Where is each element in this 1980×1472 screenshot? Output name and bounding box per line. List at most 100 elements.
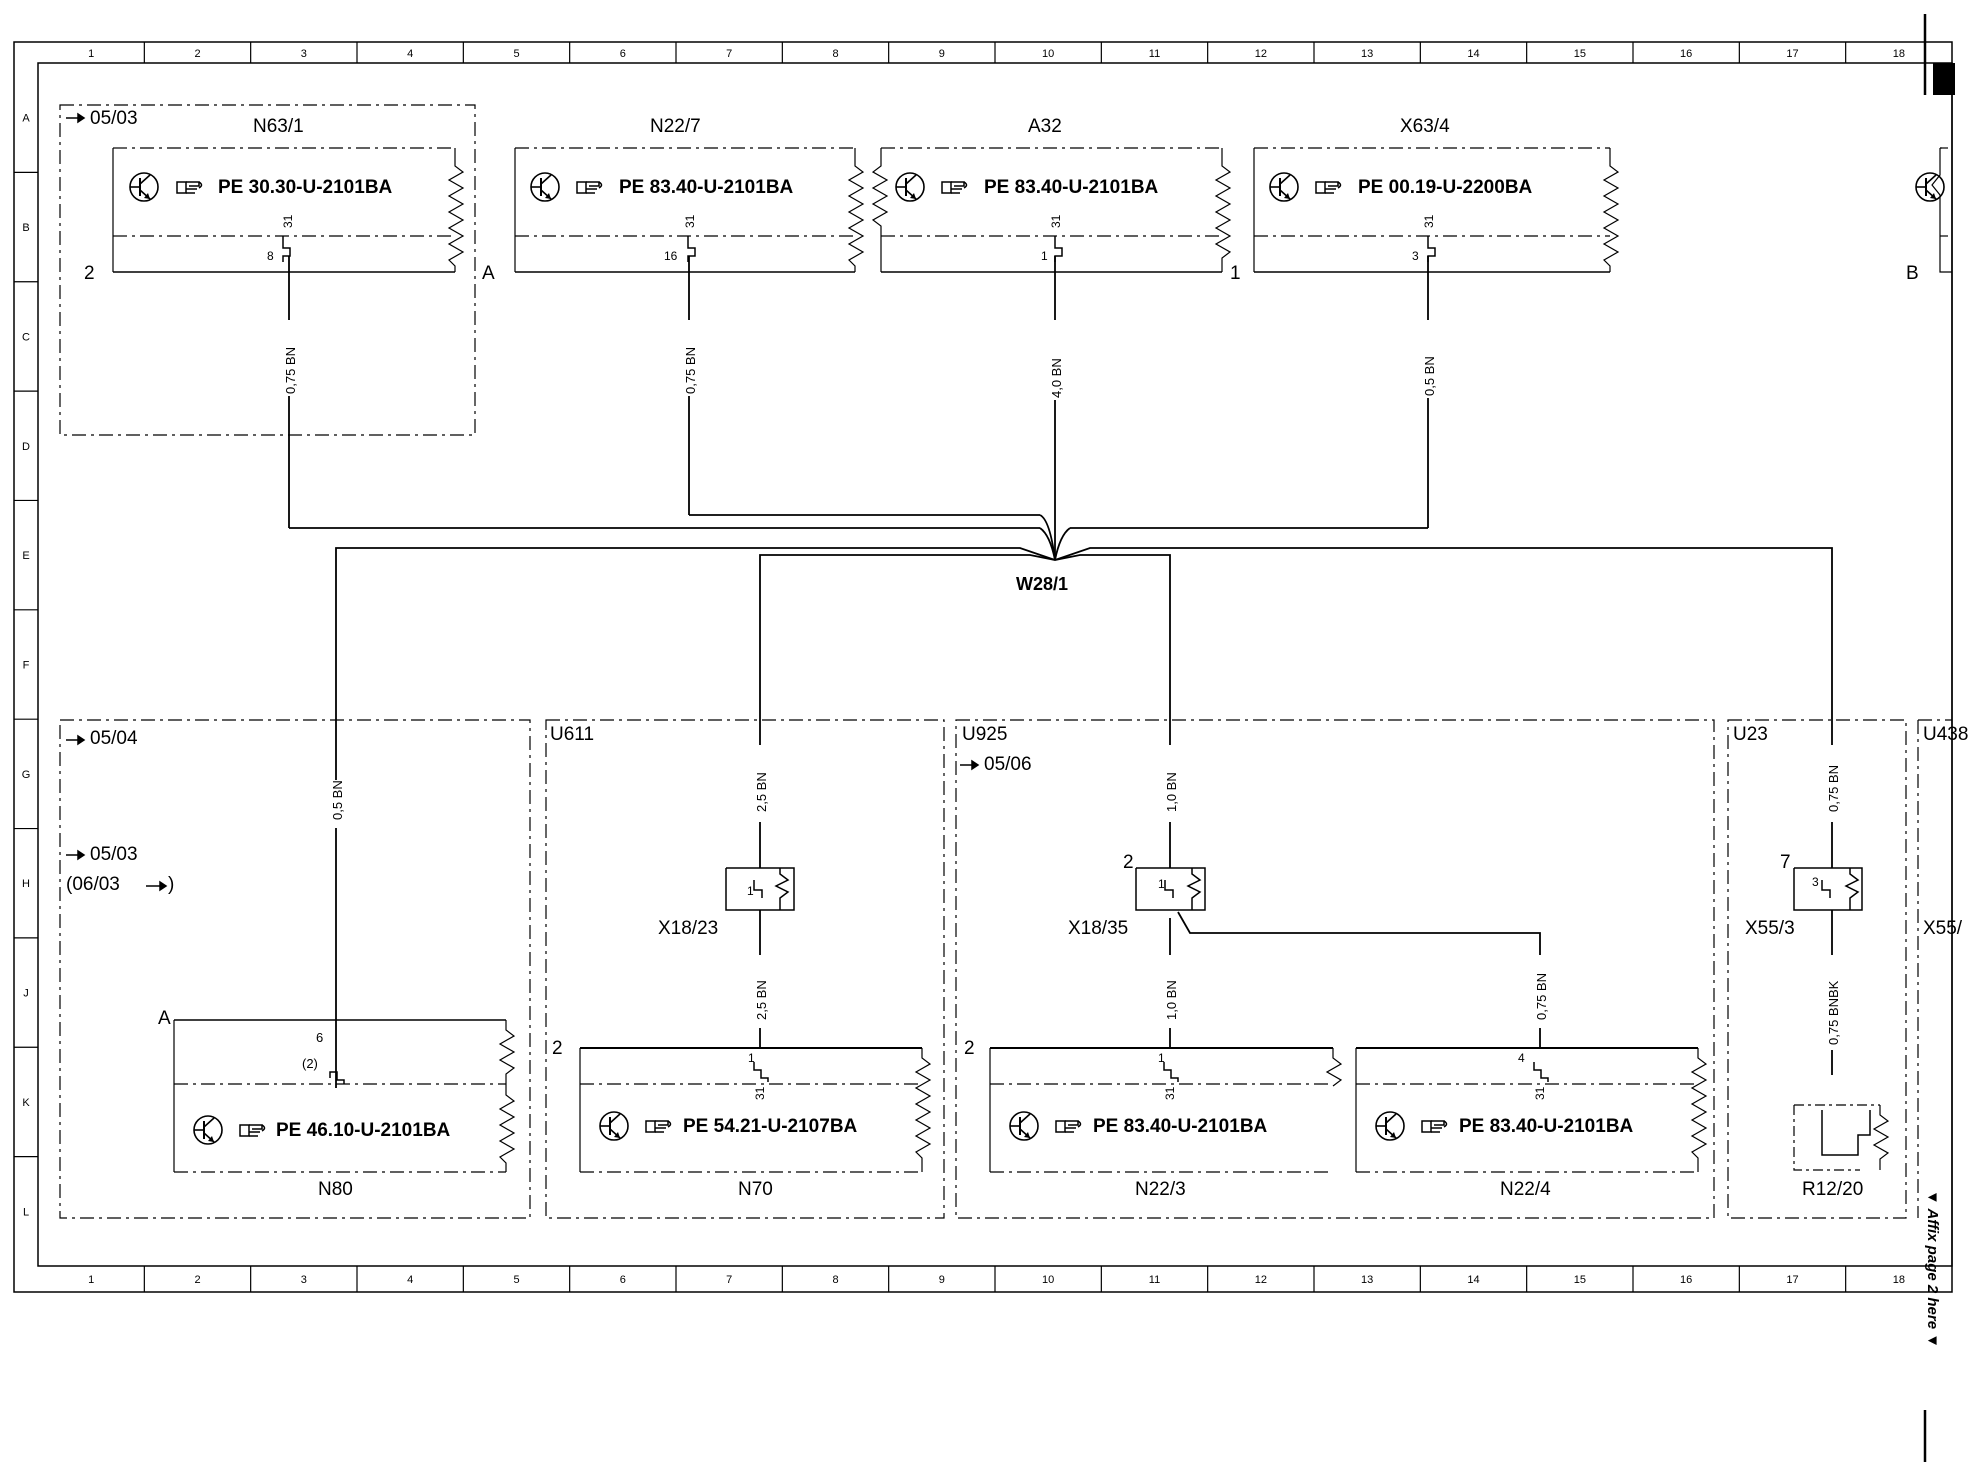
grid-row: J	[23, 988, 29, 1000]
wire-label-r12-20-top: 0,75 BN	[1826, 765, 1841, 812]
a32-term: 31	[1049, 214, 1063, 228]
left-sheet3: (06/03	[66, 874, 120, 895]
wire-label-r12-20-bottom: 0,75 BNBK	[1826, 980, 1841, 1045]
grid-row: K	[22, 1097, 30, 1109]
wire-label-n22-3-bottom: 1,0 BN	[1164, 980, 1179, 1020]
grid-row: B	[22, 222, 29, 234]
x18-23-pin: 1	[747, 884, 754, 898]
grid-col-bottom: 14	[1467, 1274, 1479, 1286]
sheet-arrows	[66, 112, 980, 892]
n80-pin2: (2)	[302, 1056, 318, 1071]
grid-col-bottom: 13	[1361, 1274, 1373, 1286]
a32-right-mark: 1	[1230, 263, 1241, 284]
x55-3-label: X55/3	[1745, 918, 1795, 939]
x18-35-pin: 1	[1158, 877, 1165, 891]
n63-1-box	[112, 147, 465, 273]
wire-label-n70-bottom: 2,5 BN	[754, 980, 769, 1020]
left-sheet2: 05/03	[90, 844, 138, 865]
n63-1-term: 31	[281, 214, 295, 228]
a32-box	[871, 147, 1232, 273]
grid-row: F	[23, 660, 30, 672]
u925-sheet: 05/06	[984, 754, 1032, 775]
grid-col-bottom: 3	[301, 1274, 307, 1286]
n22-4-term: 31	[1533, 1086, 1547, 1100]
n80-ref: PE 46.10-U-2101BA	[276, 1120, 451, 1141]
grid-col-bottom: 17	[1786, 1274, 1798, 1286]
grid-col-top: 16	[1680, 48, 1692, 60]
grid-col-bottom: 7	[726, 1274, 732, 1286]
grid-col-bottom: 10	[1042, 1274, 1054, 1286]
n70-ref: PE 54.21-U-2107BA	[683, 1116, 858, 1137]
a32-name: A32	[1028, 116, 1062, 137]
grid-col-top: 6	[620, 48, 626, 60]
grid-col-bottom: 2	[194, 1274, 200, 1286]
x63-4-box	[1253, 147, 1620, 273]
wires	[288, 256, 1833, 1088]
grid-col-bottom: 12	[1255, 1274, 1267, 1286]
n80-name: N80	[318, 1179, 353, 1200]
grid-col-bottom: 16	[1680, 1274, 1692, 1286]
top-pins	[282, 236, 1436, 262]
grid-col-bottom: 11	[1149, 1274, 1160, 1286]
x18-35-conn-pin: 2	[1123, 852, 1134, 873]
n63-1-frame	[59, 104, 476, 436]
grid-col-top: 4	[407, 48, 413, 60]
grid-col-top: 12	[1255, 48, 1267, 60]
grid-row: A	[22, 113, 30, 125]
grid-col-bottom: 1	[88, 1274, 94, 1286]
wire-label-n80: 0,5 BN	[330, 780, 345, 820]
wire-label-n22-3-top: 1,0 BN	[1164, 772, 1179, 812]
top-components	[59, 104, 1952, 436]
grid-col-top: 18	[1893, 48, 1905, 60]
u23-label: U23	[1733, 724, 1768, 745]
n22-3-term: 31	[1163, 1086, 1177, 1100]
n22-4-pin: 4	[1518, 1051, 1525, 1065]
left-sheet1: 05/04	[90, 728, 138, 749]
u925-label: U925	[962, 724, 1007, 745]
n80-pin: 6	[316, 1030, 323, 1045]
grid-col-top: 14	[1467, 48, 1479, 60]
edge-box-right	[1931, 147, 1952, 273]
n22-7-ref: PE 83.40-U-2101BA	[619, 177, 794, 198]
grid-col-bottom: 6	[620, 1274, 626, 1286]
wire-label-n22-7: 0,75 BN	[683, 347, 698, 394]
grid-row: H	[22, 878, 30, 890]
n63-1-pin: 8	[267, 249, 274, 263]
r12-20-name: R12/20	[1802, 1179, 1863, 1200]
grid-col-top: 17	[1786, 48, 1798, 60]
grid-row: G	[22, 769, 31, 781]
n63-1-name: N63/1	[253, 116, 304, 137]
n22-7-name: N22/7	[650, 116, 701, 137]
n22-7-term: 31	[683, 214, 697, 228]
grid-col-top: 15	[1574, 48, 1586, 60]
grid-col-top: 11	[1149, 48, 1160, 60]
transistor-icons	[129, 172, 1945, 1145]
u611-mark: 2	[552, 1038, 563, 1059]
n63-1-right-mark: A	[482, 263, 495, 284]
bottom-boxes	[173, 1019, 1890, 1173]
x63-4-term: 31	[1422, 214, 1436, 228]
n70-term: 31	[753, 1086, 767, 1100]
grid-col-bottom: 8	[832, 1274, 838, 1286]
u611-label: U611	[550, 724, 594, 745]
grid-col-bottom: 5	[513, 1274, 519, 1286]
grid-ruler: 1122334455667788991010111112121313141415…	[14, 42, 1905, 1292]
x63-4-pin: 3	[1412, 249, 1419, 263]
grid-row: L	[23, 1206, 29, 1218]
x18-23-label: X18/23	[658, 918, 718, 939]
x63-4-name: X63/4	[1400, 116, 1450, 137]
grid-col-top: 8	[832, 48, 838, 60]
grid-col-top: 3	[301, 48, 307, 60]
n22-4-ref: PE 83.40-U-2101BA	[1459, 1116, 1634, 1137]
grid-col-bottom: 9	[939, 1274, 945, 1286]
n22-7-box	[514, 147, 865, 273]
left-mark-a: A	[158, 1008, 171, 1029]
edge-right-mark: B	[1906, 263, 1919, 284]
n22-3-name: N22/3	[1135, 1179, 1186, 1200]
a32-pin: 1	[1041, 249, 1048, 263]
n22-3-ref: PE 83.40-U-2101BA	[1093, 1116, 1268, 1137]
bottom-pins	[329, 1062, 1549, 1084]
wire-label-a32: 4,0 BN	[1049, 358, 1064, 398]
hand-icons	[176, 181, 1448, 1137]
x55-edge-label: X55/	[1923, 918, 1963, 939]
